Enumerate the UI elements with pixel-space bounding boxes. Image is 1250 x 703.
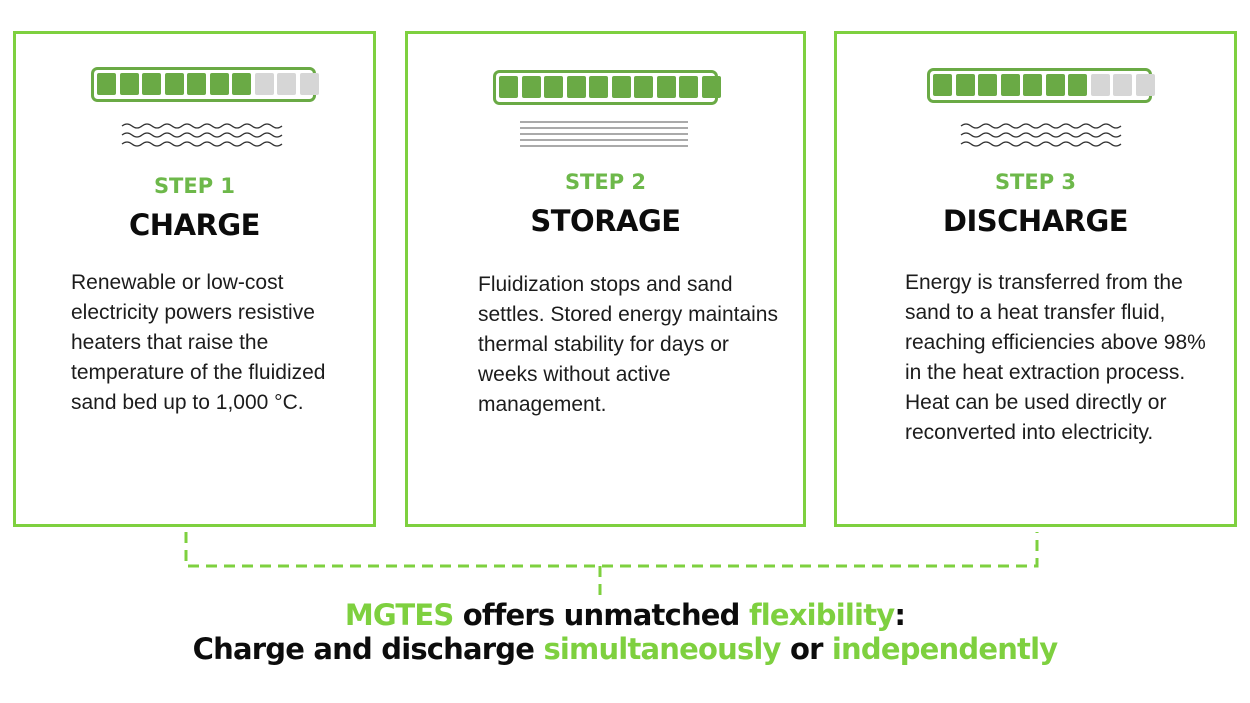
battery-cell-filled [679,76,698,98]
step-label: STEP 2 [564,170,647,194]
step-label: STEP 1 [153,174,236,198]
battery-cell-empty [1090,74,1110,96]
battery-cell-filled [589,76,608,98]
step-label: STEP 3 [994,170,1077,194]
battery-cell-filled [955,74,975,96]
step-3-card: STEP 3 DISCHARGE Energy is transferred f… [834,31,1237,527]
footer-text: : [894,598,906,632]
battery-cell-filled [499,76,518,98]
battery-cell-filled [187,73,206,95]
battery-cell-filled [164,73,184,95]
step-1-card: STEP 1 CHARGE Renewable or low-cost elec… [13,31,376,527]
footer-text: Charge and discharge [192,632,544,666]
battery-level-indicator [499,76,721,98]
footer-line-1: MGTES offers unmatched flexibility: [0,598,1250,632]
step-title: DISCHARGE [942,204,1129,238]
battery-cell-filled [656,76,676,98]
battery-cell-empty [254,73,274,95]
step-title: CHARGE [129,208,260,242]
battery-cell-filled [142,73,161,95]
battery-cell-filled [544,76,563,98]
battery-cell-filled [566,76,586,98]
battery-cell-empty [1135,74,1155,96]
battery-cell-filled [119,73,139,95]
battery-cell-empty [1113,74,1132,96]
battery-cell-empty [299,73,319,95]
brand-name: MGTES [344,598,454,632]
battery-cell-filled [97,73,116,95]
footer-text: or [780,632,832,666]
step-title: STORAGE [530,204,681,238]
step-description: Fluidization stops and sand settles. Sto… [478,273,778,416]
battery-cell-filled [1000,74,1020,96]
battery-level-indicator [933,74,1155,96]
battery-cell-filled [634,76,653,98]
battery-cell-filled [1068,74,1087,96]
battery-cell-filled [232,73,251,95]
battery-cell-filled [978,74,997,96]
battery-cell-filled [209,73,229,95]
footer-highlight: simultaneously [543,632,781,666]
step-2-card: STEP 2 STORAGE Fluidization stops and sa… [405,31,806,527]
battery-cell-filled [933,74,952,96]
battery-cell-filled [1023,74,1042,96]
footer-line-2: Charge and discharge simultaneously or i… [0,632,1250,666]
footer-text: offers unmatched [453,598,749,632]
heat-wave-icon [121,123,283,147]
footer-highlight: flexibility [748,598,895,632]
footer-highlight: independently [831,632,1058,666]
step-description: Renewable or low-cost electricity powers… [71,271,326,414]
battery-level-indicator [97,73,319,95]
battery-cell-filled [1045,74,1065,96]
battery-cell-filled [521,76,541,98]
battery-cell-empty [277,73,296,95]
battery-cell-filled [611,76,631,98]
heat-wave-icon [960,123,1122,147]
settled-layers-icon [520,121,688,147]
step-description: Energy is transferred from the sand to a… [905,271,1206,444]
battery-cell-filled [701,76,721,98]
